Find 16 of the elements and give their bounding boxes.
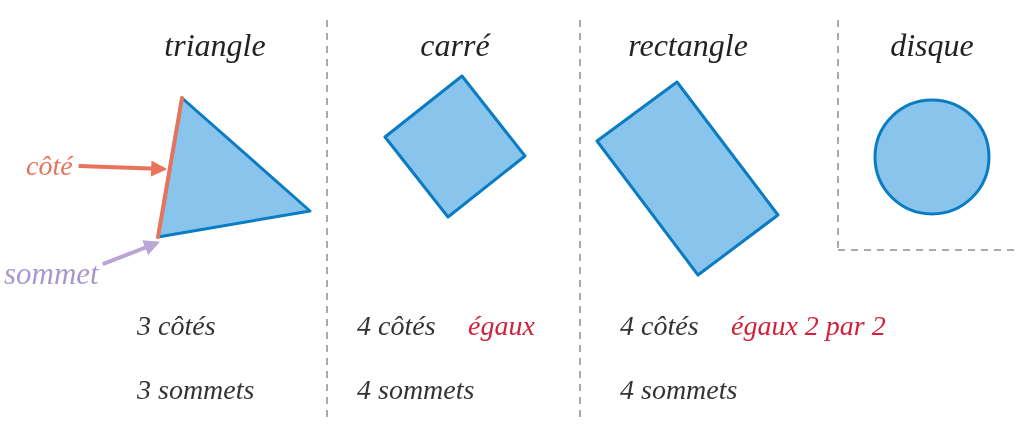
- side-label: côté: [26, 152, 73, 180]
- property-text: 3 sommets: [137, 376, 255, 404]
- property-text: 4 côtés: [357, 312, 436, 340]
- property-text: 4 sommets: [620, 376, 738, 404]
- property-text: 4 sommets: [357, 376, 475, 404]
- shape-heading: rectangle: [628, 29, 748, 61]
- shape-heading: triangle: [164, 29, 266, 61]
- leader-arrow: [78, 160, 168, 177]
- shape-heading: carré: [420, 29, 490, 61]
- property-text: égaux 2 par 2: [731, 312, 886, 340]
- property-text: 4 côtés: [620, 312, 699, 340]
- property-text: égaux: [468, 312, 535, 340]
- shape-heading: disque: [890, 29, 974, 61]
- leader-arrow: [102, 240, 160, 267]
- vertex-label: sommet: [4, 258, 99, 289]
- property-text: 3 côtés: [137, 312, 216, 340]
